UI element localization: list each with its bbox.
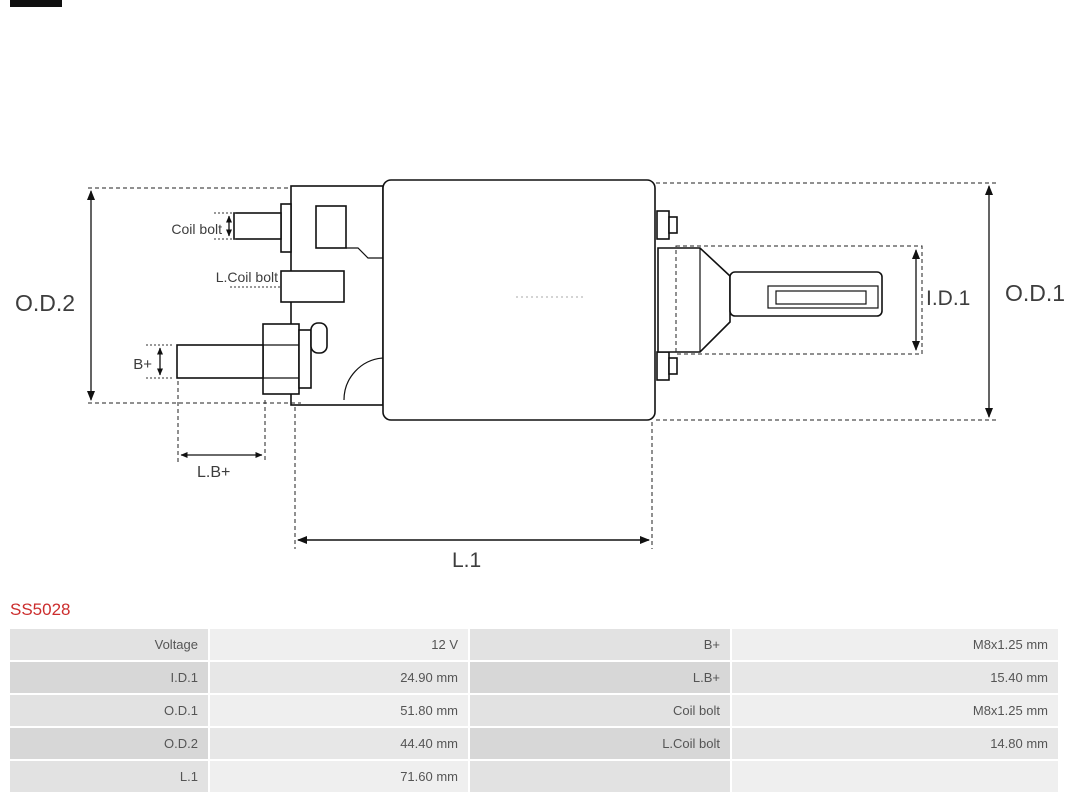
shaft-slot-outer <box>767 285 879 309</box>
dim-label-l-coil-bolt: L.Coil bolt <box>216 269 278 285</box>
shaft-slot-inner <box>775 290 867 305</box>
nut-flats <box>263 344 299 379</box>
spec-label-voltage: Voltage <box>10 629 208 660</box>
spec-label-l1: L.1 <box>10 761 208 792</box>
bracket-step-line <box>346 247 383 259</box>
product-code: SS5028 <box>10 600 71 619</box>
dim-label-b-plus: B+ <box>133 356 152 373</box>
bracket-arc <box>343 357 384 401</box>
spec-value-l1: 71.60 mm <box>210 761 468 792</box>
coil-bolt-thread-block <box>280 270 345 303</box>
b-plus-stud <box>176 344 264 379</box>
spec-value-coil-bolt: M8x1.25 mm <box>732 695 1058 726</box>
b-plus-nut <box>262 323 300 395</box>
coil-bolt-base <box>280 203 292 253</box>
plunger-shaft <box>729 271 883 317</box>
solenoid-main-body <box>382 179 656 421</box>
plunger-cone <box>657 247 731 353</box>
spec-label-id1: I.D.1 <box>10 662 208 693</box>
spec-label-lb-plus: L.B+ <box>470 662 730 693</box>
spec-label-od1: O.D.1 <box>10 695 208 726</box>
spec-value-l-coil-bolt: 14.80 mm <box>732 728 1058 759</box>
dimension-lines <box>87 182 996 549</box>
right-stud-bottom <box>656 351 670 381</box>
coil-bolt-stud <box>233 212 282 240</box>
spec-value-empty <box>732 761 1058 792</box>
spec-label-empty <box>470 761 730 792</box>
top-left-mark <box>10 0 62 7</box>
dim-label-od1: O.D.1 <box>1005 280 1065 306</box>
spec-value-lb-plus: 15.40 mm <box>732 662 1058 693</box>
spec-table: Voltage 12 V B+ M8x1.25 mm I.D.1 24.90 m… <box>10 629 1058 792</box>
spec-value-id1: 24.90 mm <box>210 662 468 693</box>
bracket-inner-block <box>315 205 347 249</box>
dim-label-l1: L.1 <box>452 549 481 572</box>
spec-value-od2: 44.40 mm <box>210 728 468 759</box>
dim-label-lb-plus: L.B+ <box>197 464 230 481</box>
b-plus-cap <box>310 322 328 354</box>
b-plus-spacer <box>298 329 312 389</box>
right-stud-top <box>656 210 670 240</box>
solenoid-technical-drawing: O.D.2 O.D.1 I.D.1 L.1 L.B+ B+ Coil bolt … <box>15 179 1065 572</box>
spec-value-voltage: 12 V <box>210 629 468 660</box>
solenoid-body-group <box>176 179 883 421</box>
right-stud-top-tip <box>668 216 678 234</box>
spec-value-b-plus: M8x1.25 mm <box>732 629 1058 660</box>
dim-label-od2: O.D.2 <box>15 290 75 316</box>
spec-label-b-plus: B+ <box>470 629 730 660</box>
spec-value-od1: 51.80 mm <box>210 695 468 726</box>
spec-label-l-coil-bolt: L.Coil bolt <box>470 728 730 759</box>
right-stud-bottom-tip <box>668 357 678 375</box>
dim-label-id1: I.D.1 <box>926 287 970 310</box>
dimension-labels: O.D.2 O.D.1 I.D.1 L.1 L.B+ B+ Coil bolt … <box>15 221 1065 572</box>
dim-label-coil-bolt: Coil bolt <box>171 221 222 237</box>
spec-label-coil-bolt: Coil bolt <box>470 695 730 726</box>
spec-label-od2: O.D.2 <box>10 728 208 759</box>
